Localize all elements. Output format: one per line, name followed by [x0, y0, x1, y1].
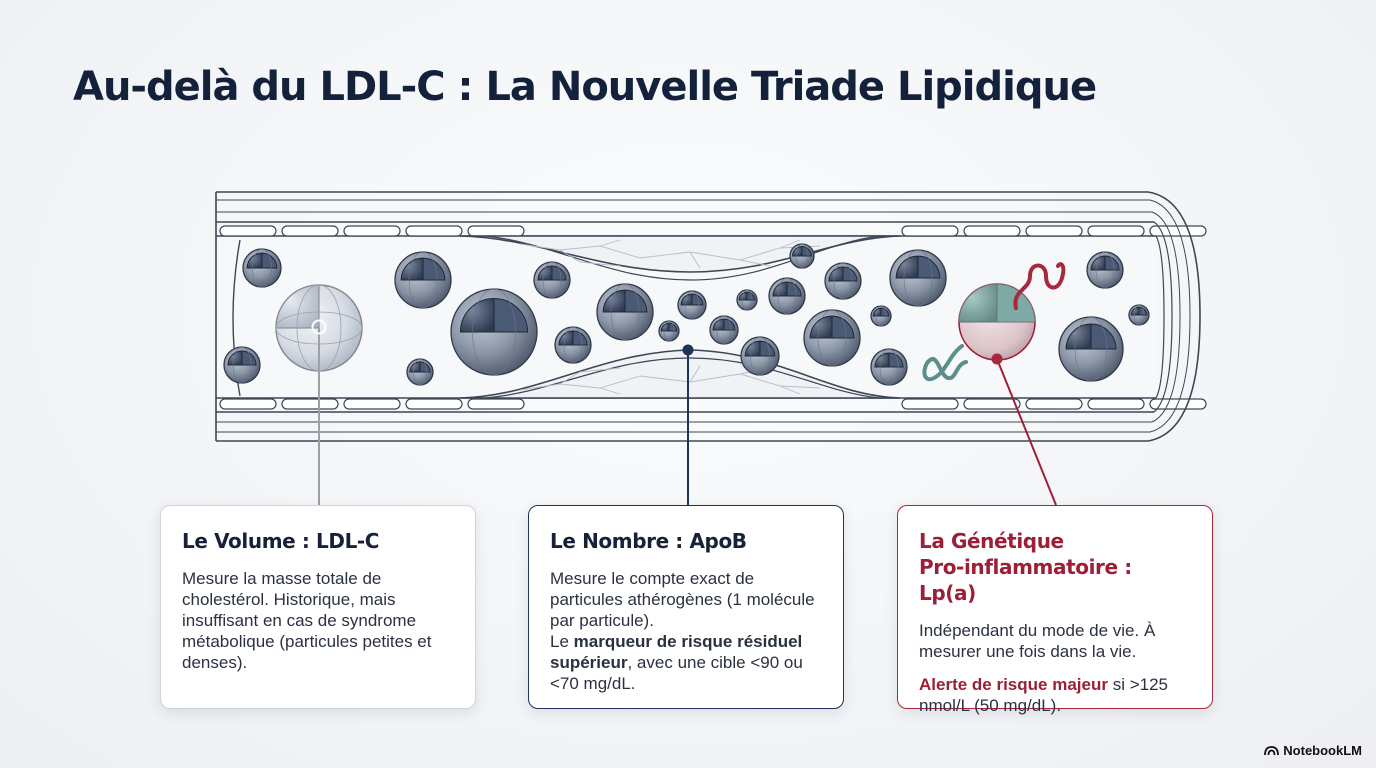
card-volume-title: Le Volume : LDL-C — [182, 529, 380, 553]
card-number-bold: marqueur de risque résiduel supérieur — [550, 632, 803, 672]
ldl-particle-icon — [450, 288, 538, 376]
ldl-particle-icon — [596, 283, 654, 341]
page-title: Au-delà du LDL-C : La Nouvelle Triade Li… — [73, 64, 1097, 110]
plaque-bottom — [459, 349, 901, 399]
ldl-particle-icon — [824, 262, 862, 300]
endothelial-cell — [963, 225, 1021, 237]
endothelial-cell — [219, 225, 277, 237]
endothelial-cell — [467, 398, 525, 410]
card-genetics-alert: Alerte de risque majeur si >125 nmol/L (… — [919, 675, 1168, 715]
ldl-particle-icon — [394, 251, 452, 309]
connector-number — [682, 344, 694, 505]
endothelial-cell — [405, 225, 463, 237]
ldl-particle-icon — [242, 248, 282, 288]
endothelial-cell — [1025, 225, 1083, 237]
ldl-particle-icon — [554, 326, 592, 364]
card-volume-text: Mesure la masse totale de cholestérol. H… — [182, 569, 432, 672]
ldl-particle-icon — [740, 336, 780, 376]
endothelial-cell — [963, 398, 1021, 410]
endothelial-cell — [281, 225, 339, 237]
notebooklm-brand: NotebookLM — [1264, 743, 1362, 758]
connector-genetics — [991, 353, 1057, 506]
ldl-particle-icon — [870, 348, 908, 386]
card-number-title: Le Nombre : ApoB — [550, 529, 747, 553]
notebooklm-logo-icon — [1264, 746, 1280, 756]
endothelial-cell — [1025, 398, 1083, 410]
endothelial-cell — [219, 398, 277, 410]
card-number: Le Nombre : ApoB Mesure le compte exact … — [528, 505, 844, 709]
ldl-particle-icon — [709, 315, 739, 345]
card-number-text: Mesure le compte exact de particules ath… — [550, 569, 815, 630]
ldl-particle-icon — [789, 243, 815, 269]
endothelial-cell — [281, 398, 339, 410]
artery-wall-bottom — [216, 397, 1156, 442]
plaque-top — [459, 235, 901, 281]
ldl-particle-icon — [406, 358, 434, 386]
endothelial-cell — [467, 225, 525, 237]
ldl-particle-icon — [1128, 304, 1150, 326]
ldl-particle-icon — [533, 261, 571, 299]
endothelial-cell — [1087, 225, 1145, 237]
ldl-particle-icon — [1086, 251, 1124, 289]
ldl-particle-icon — [677, 290, 707, 320]
ldl-particle-icon — [889, 249, 947, 307]
endothelial-cell — [1149, 225, 1207, 237]
ldl-particle-icon — [768, 277, 806, 315]
card-genetics-bold: Alerte de risque majeur — [919, 675, 1108, 694]
connector-volume — [311, 319, 327, 505]
ldl-particle-icon — [803, 309, 861, 367]
endothelial-cell — [343, 225, 401, 237]
apo-a-strand-icon — [1013, 262, 1066, 310]
endothelial-cell — [901, 398, 959, 410]
card-number-highlight: Le marqueur de risque résiduel supérieur… — [550, 632, 803, 693]
endothelial-cell — [405, 398, 463, 410]
ldl-particle-icon — [1058, 316, 1124, 382]
ldl-particle-icon — [658, 320, 680, 342]
card-volume: Le Volume : LDL-C Mesure la masse totale… — [160, 505, 476, 709]
endothelial-cell — [901, 225, 959, 237]
ldl-particle-icon — [223, 346, 261, 384]
endothelial-cell — [343, 398, 401, 410]
ldl-particle-icon — [736, 289, 758, 311]
endothelial-cell — [1087, 398, 1145, 410]
artery-opening — [1147, 191, 1201, 442]
card-genetics-text: Indépendant du mode de vie. À mesurer un… — [919, 621, 1156, 661]
brand-label: NotebookLM — [1283, 743, 1362, 758]
lpa-particle — [922, 262, 1066, 382]
ldl-particle-icon — [870, 305, 892, 327]
